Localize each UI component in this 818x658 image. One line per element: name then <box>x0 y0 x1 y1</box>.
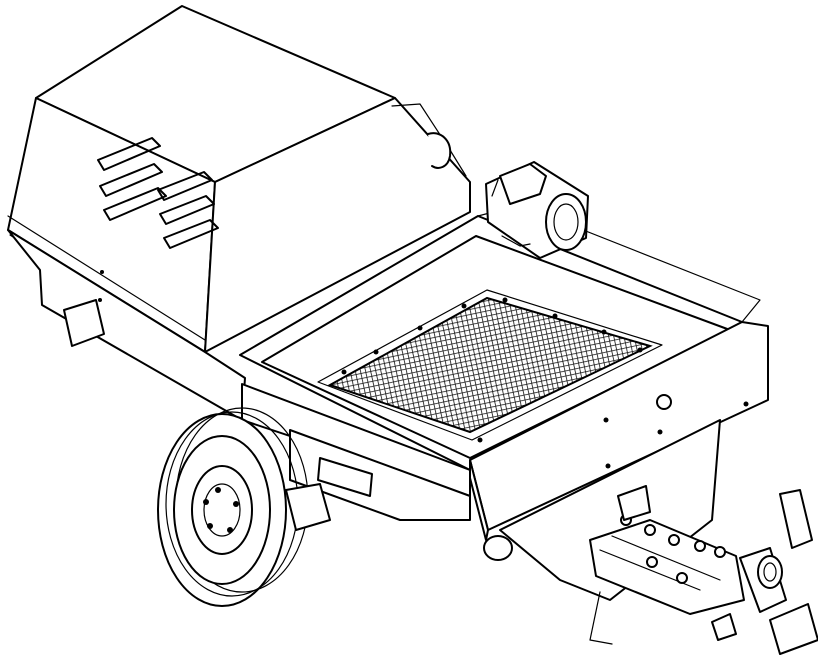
exhaust-pipe <box>427 132 452 169</box>
pressure-gauge <box>757 555 783 589</box>
engine-hood <box>7 5 471 361</box>
pump-tube <box>589 485 818 655</box>
hood-front-panel <box>204 97 471 353</box>
front-box-edge <box>469 459 489 541</box>
outlet-coupling <box>769 603 818 655</box>
side-handle-slot <box>63 299 105 347</box>
wheel <box>157 407 331 607</box>
grate-frame <box>317 289 663 441</box>
gauge-bracket <box>779 489 813 549</box>
grate-bolts <box>341 297 643 443</box>
pump-bracket <box>617 485 651 521</box>
drain-cap <box>483 535 513 561</box>
frame-bracket <box>317 457 373 497</box>
under-chassis <box>289 429 513 561</box>
axle-hub <box>285 483 331 531</box>
outlet-nut <box>711 613 737 641</box>
front-bolt <box>656 394 672 410</box>
wheel-rim <box>191 465 253 555</box>
pump-clamp-bolts <box>620 514 726 584</box>
hopper-grate <box>327 296 653 434</box>
pump-body <box>589 519 745 615</box>
hood-louvres <box>97 137 219 249</box>
vibrator-motor <box>485 161 589 259</box>
lower-frame <box>289 429 471 521</box>
